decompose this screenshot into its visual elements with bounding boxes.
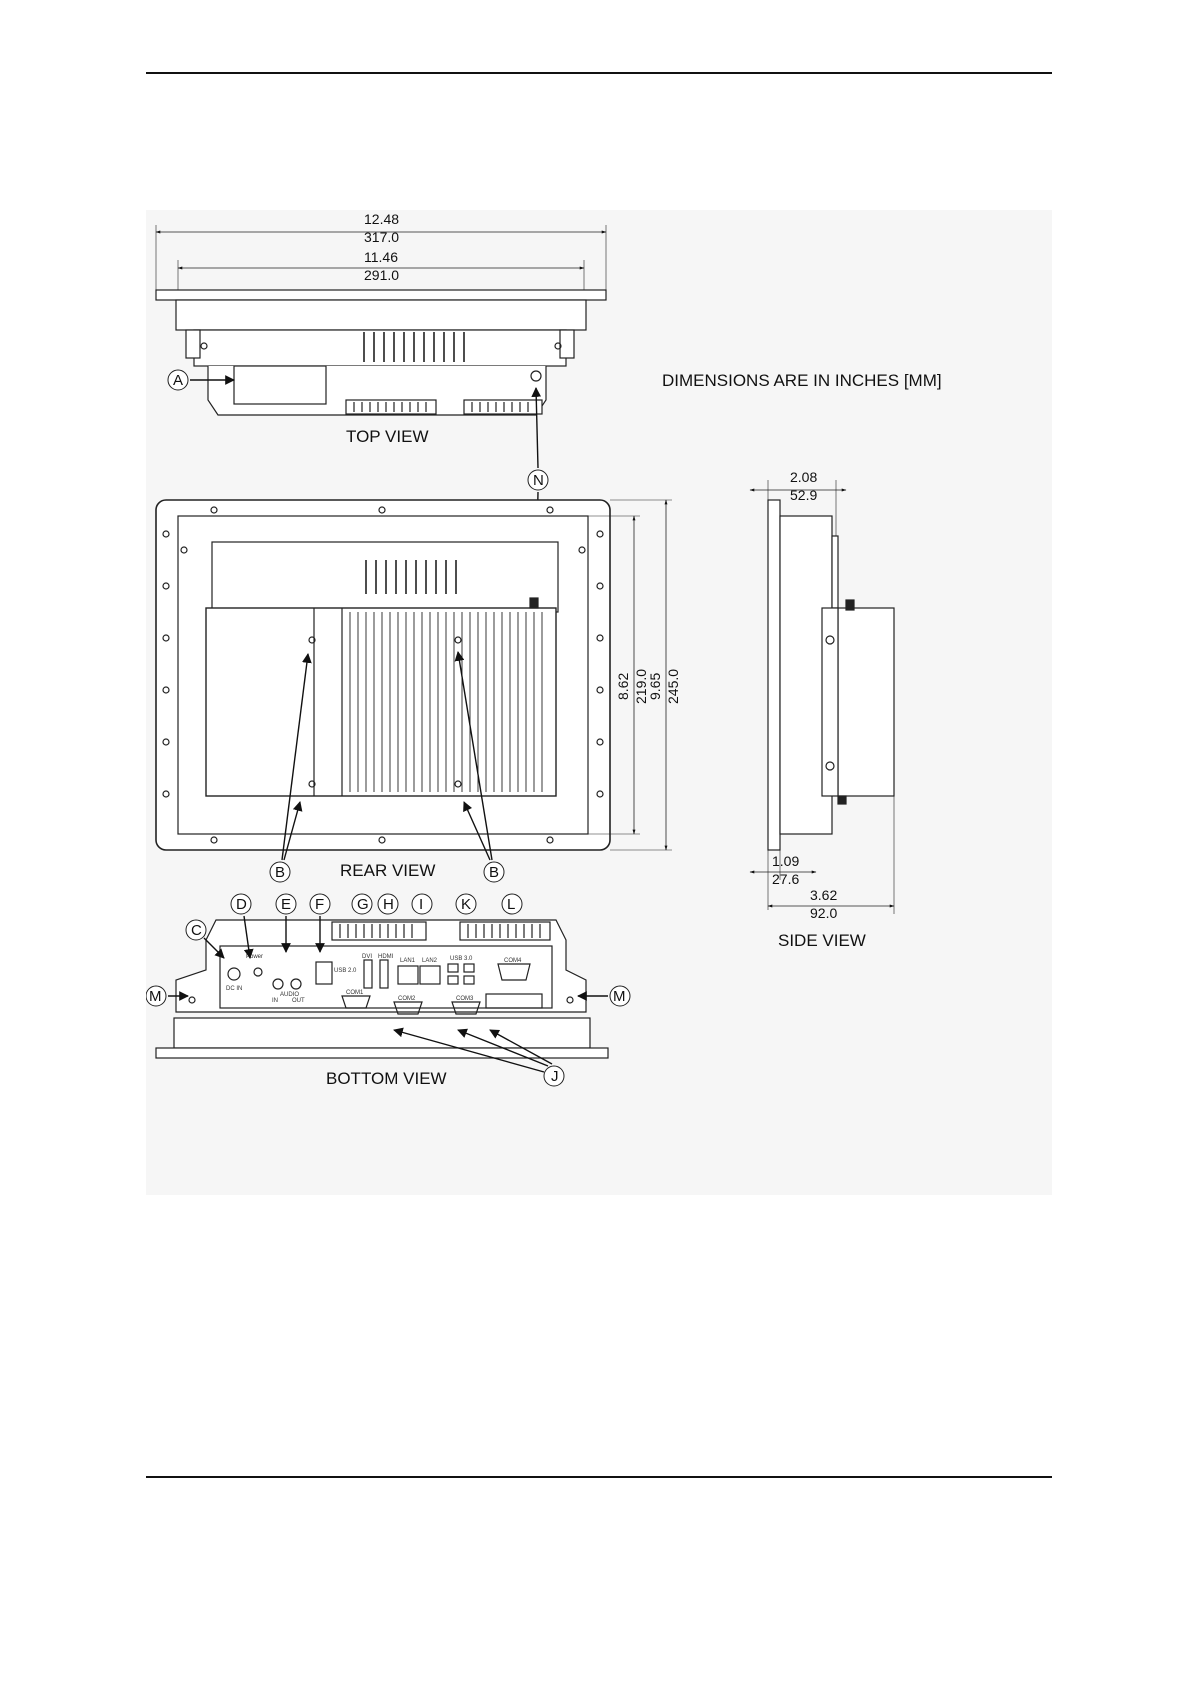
mechanical-drawing: DIMENSIONS ARE IN INCHES [MM] xyxy=(146,210,1052,1195)
port-label-power: Power xyxy=(246,954,263,960)
side-view xyxy=(750,480,894,914)
port-label-com3: COM3 xyxy=(456,996,474,1002)
dim-depth-overall-in: 3.62 xyxy=(810,887,837,903)
callout-i: I xyxy=(419,896,423,913)
dim-bezel-depth-in: 1.09 xyxy=(772,853,799,869)
port-label-usb2: USB 2.0 xyxy=(334,968,357,974)
callout-k: K xyxy=(461,896,471,913)
dim-width-outer-in: 12.48 xyxy=(364,211,399,227)
callout-f: F xyxy=(315,896,324,913)
callout-b-right: B xyxy=(489,864,499,881)
dim-depth-total-in: 2.08 xyxy=(790,469,817,485)
port-label-usb3: USB 3.0 xyxy=(450,956,473,962)
callout-d: D xyxy=(236,896,247,913)
bottom-view-label: BOTTOM VIEW xyxy=(326,1069,447,1088)
port-label-dvi: DVI xyxy=(362,954,372,960)
port-label-lan1: LAN1 xyxy=(400,958,416,964)
callout-m-left: M xyxy=(149,988,162,1005)
callout-l: L xyxy=(507,896,515,913)
dim-depth-total-mm: 52.9 xyxy=(790,487,817,503)
dim-width-inner-in: 11.46 xyxy=(364,249,398,265)
callout-a: A xyxy=(173,372,183,389)
port-label-lan2: LAN2 xyxy=(422,958,438,964)
footer-rule xyxy=(146,1476,1052,1478)
port-label-com1: COM1 xyxy=(346,990,364,996)
port-label-com2: COM2 xyxy=(398,996,416,1002)
port-label-audio-out: OUT xyxy=(292,998,305,1004)
top-view-label: TOP VIEW xyxy=(346,427,429,446)
dim-depth-overall-mm: 92.0 xyxy=(810,905,837,921)
header-rule xyxy=(146,72,1052,74)
port-label-dc-in: DC IN xyxy=(226,986,242,992)
dim-width-outer-mm: 317.0 xyxy=(364,229,399,245)
dim-width-inner-mm: 291.0 xyxy=(364,267,399,283)
dim-bezel-depth-mm: 27.6 xyxy=(772,871,799,887)
dim-height-outer-mm: 245.0 xyxy=(665,669,681,704)
callout-m-right: M xyxy=(613,988,626,1005)
callout-h: H xyxy=(383,896,394,913)
rear-view-label: REAR VIEW xyxy=(340,861,435,880)
callout-e: E xyxy=(281,896,291,913)
callout-n: N xyxy=(533,472,544,489)
callout-j: J xyxy=(551,1068,559,1085)
port-label-com4: COM4 xyxy=(504,958,522,964)
port-label-hdmi: HDMI xyxy=(378,954,394,960)
rear-view xyxy=(156,500,672,850)
callout-g: G xyxy=(357,896,369,913)
callout-c: C xyxy=(191,922,202,939)
units-note: DIMENSIONS ARE IN INCHES [MM] xyxy=(662,371,942,390)
dim-height-inner-in: 8.62 xyxy=(615,673,631,700)
callout-b-left: B xyxy=(275,864,285,881)
bottom-view xyxy=(156,920,608,1058)
side-view-label: SIDE VIEW xyxy=(778,931,866,950)
dim-height-outer-in: 9.65 xyxy=(647,673,663,700)
port-label-audio-in: IN xyxy=(272,998,278,1004)
